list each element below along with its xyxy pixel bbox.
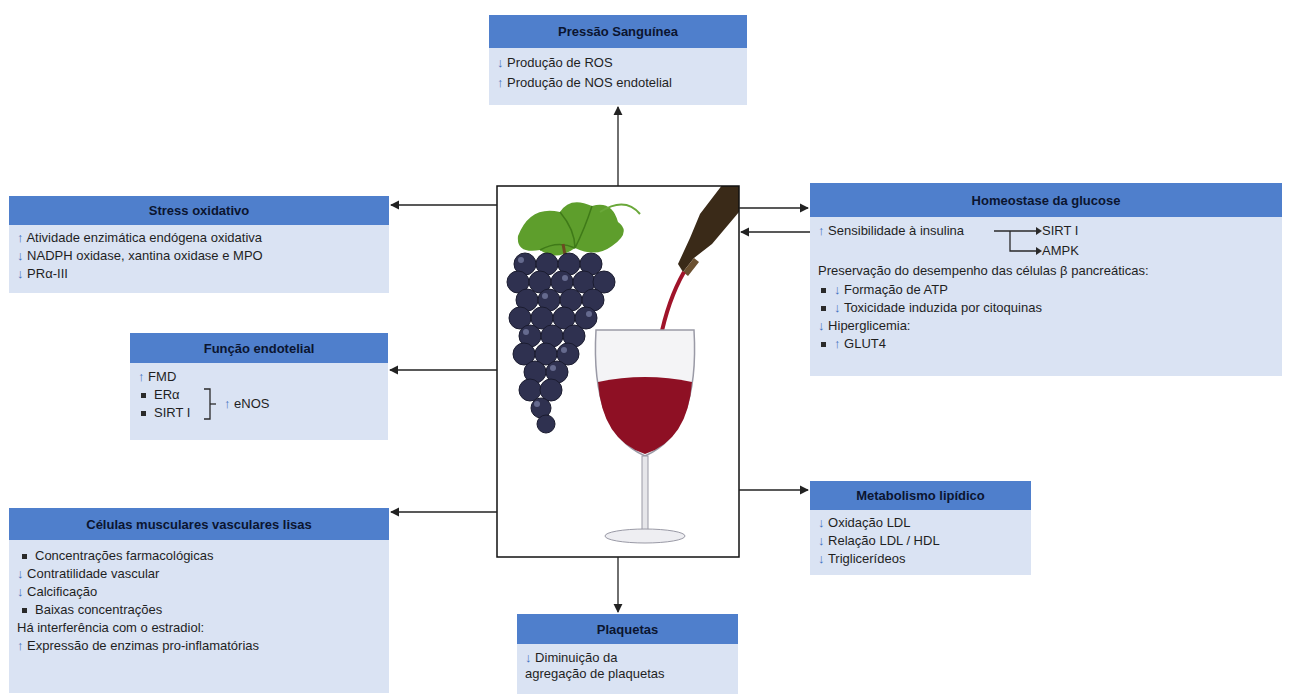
trend-arrow: ↑: [497, 75, 504, 90]
effect-line: Baixas concentrações: [35, 602, 162, 618]
effect-box: Plaquetas ↓ Diminuição da agregação de pl…: [517, 614, 738, 694]
trend-arrow: ↓: [818, 515, 825, 530]
effect-line: ↓ Produção de ROS: [497, 55, 613, 71]
trend-arrow: ↑: [17, 638, 24, 653]
trend-arrow: ↓: [17, 266, 24, 281]
header-band: Plaquetas: [517, 614, 738, 644]
effect-line: ↑ Produção de NOS endotelial: [497, 75, 672, 91]
effect-line: ↓ Calcificação: [17, 584, 97, 600]
effect-line: Concentrações farmacológicas: [35, 548, 213, 564]
effect-line: ↑ Sensibilidade à insulina: [818, 223, 964, 239]
effect-box: Função endotelial ↑ FMD ERαSIRT I ↑ eNOS: [130, 333, 388, 440]
box-heading: Função endotelial: [198, 341, 321, 356]
effect-line: ↓ Hiperglicemia:: [818, 318, 910, 334]
bullet: [821, 288, 826, 293]
trend-arrow: ↑: [17, 230, 24, 245]
effect-box: Metabolismo lipídico ↓ Oxidação LDL ↓ Rela…: [810, 481, 1031, 575]
effect-line: ↑ eNOS: [224, 396, 270, 412]
header-band: Stress oxidativo: [9, 196, 389, 225]
box-heading: Stress oxidativo: [143, 203, 255, 218]
header-band: Homeostase da glucose: [810, 183, 1282, 217]
header-band: Função endotelial: [130, 333, 388, 363]
trend-arrow: ↓: [17, 248, 24, 263]
effect-line: ↓ Formação de ATP: [834, 282, 948, 298]
box-heading: Plaquetas: [591, 622, 664, 637]
effect-line: Há interferência com o estradiol:: [17, 620, 204, 636]
effect-line: AMPK: [1042, 243, 1079, 259]
wine-picture: [497, 186, 739, 557]
effect-line: Preservação do desempenho das células β …: [818, 263, 1149, 279]
effect-box: Stress oxidativo ↑ Atividade enzimática e…: [9, 196, 389, 293]
trend-arrow: ↓: [17, 566, 24, 581]
trend-arrow: ↓: [17, 584, 24, 599]
trend-arrow: ↑: [818, 223, 825, 238]
trend-arrow: ↑: [224, 396, 231, 411]
trend-arrow: ↓: [818, 551, 825, 566]
bullet: [821, 306, 826, 311]
header-band: Metabolismo lipídico: [810, 481, 1031, 510]
trend-arrow: ↓: [525, 650, 532, 665]
effect-line: ↑ Expressão de enzimas pro-inflamatórias: [17, 638, 259, 654]
effect-box: Pressão Sanguínea ↓ Produção de ROS ↑ Prod…: [489, 15, 747, 105]
effect-box: Células musculares vasculares lisasConce…: [9, 508, 389, 693]
box-heading: Homeostase da glucose: [966, 193, 1127, 208]
header-band: Pressão Sanguínea: [489, 15, 747, 48]
trend-arrow: ↑: [138, 369, 145, 384]
trend-arrow: ↓: [497, 55, 504, 70]
arrows: [390, 107, 810, 612]
trend-arrow: ↓: [818, 318, 825, 333]
effect-line: ↑ Atividade enzimática endógena oxidativ…: [17, 230, 262, 246]
effect-line: ↓ Contratilidade vascular: [17, 566, 159, 582]
bullet: [821, 342, 826, 347]
trend-arrow: ↓: [834, 300, 841, 315]
effect-box: Homeostase da glucose↑ Sensibilidade à i…: [810, 183, 1282, 376]
branch-symbol: [130, 333, 430, 533]
trend-arrow: ↑: [834, 336, 841, 351]
trend-arrow: ↓: [834, 282, 841, 297]
header-band: Células musculares vasculares lisas: [9, 508, 389, 540]
bullet: [141, 411, 146, 416]
trend-arrow: ↓: [818, 533, 825, 548]
bullet: [22, 608, 27, 613]
box-heading: Pressão Sanguínea: [552, 24, 684, 39]
effect-line: ↑ FMD: [138, 369, 176, 385]
box-heading: Metabolismo lipídico: [850, 488, 991, 503]
picture-frame: [497, 186, 739, 557]
effect-line: ↓ PRα-III: [17, 266, 68, 282]
effect-line: SIRT I: [1042, 223, 1078, 239]
effect-line: ↑ GLUT4: [834, 336, 886, 352]
effect-line: ERα: [154, 387, 180, 403]
bullet: [22, 554, 27, 559]
effect-line: SIRT I: [154, 405, 190, 421]
effect-line: ↓ NADPH oxidase, xantina oxidase e MPO: [17, 248, 263, 264]
effect-line: ↓ Oxidação LDL: [818, 515, 911, 531]
effect-line: ↓ Toxicidade induzida por citoquinas: [834, 300, 1042, 316]
effect-line: ↓ Relação LDL / HDL: [818, 533, 940, 549]
effect-line: ↓ Diminuição da agregação de plaquetas: [525, 650, 675, 682]
bullet: [141, 393, 146, 398]
box-heading: Células musculares vasculares lisas: [80, 517, 317, 532]
effect-line: ↓ Triglicerídeos: [818, 551, 905, 567]
